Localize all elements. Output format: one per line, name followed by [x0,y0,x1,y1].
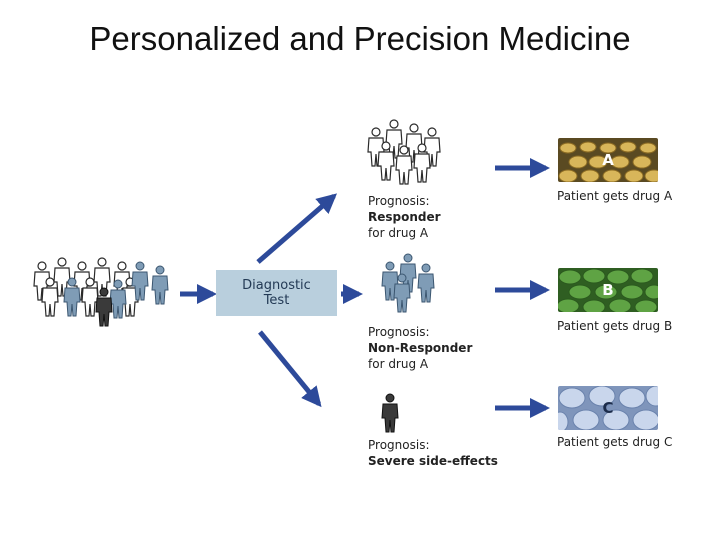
responder-group-icon [367,119,441,185]
drug-b-letter: B [602,281,614,299]
prognosis-responder: Prognosis: Responder for drug A [368,193,441,241]
prognosis-result: Non-Responder [368,341,473,355]
prognosis-result: Responder [368,210,441,224]
patient-crowd-icon [33,257,169,327]
diagnostic-line-1: Diagnostic [242,278,311,293]
diagnostic-line-2: Test [263,293,290,308]
prognosis-label: Prognosis: [368,194,430,208]
prognosis-detail: for drug A [368,226,429,240]
prognosis-non-responder: Prognosis: Non-Responder for drug A [368,324,472,372]
drug-c-caption: Patient gets drug C [557,435,673,449]
page-title: Personalized and Precision Medicine [89,20,631,57]
arrow-down-branch [258,330,322,408]
drug-b-pills-image: B [558,268,658,312]
drug-b-caption: Patient gets drug B [557,319,673,333]
drug-c-pills-image: C [558,386,658,430]
arrow-up-branch [256,193,338,264]
side-effect-person-icon [381,393,399,433]
prognosis-label: Prognosis: [368,438,430,452]
diagnostic-test-box: Diagnostic Test [216,270,337,316]
drug-a-caption: Patient gets drug A [557,189,673,203]
prognosis-detail: for drug A [368,357,429,371]
drug-a-pills-image: A [558,138,658,182]
prognosis-result: Severe side-effects [368,454,498,468]
non-responder-group-icon [381,253,435,313]
drug-c-letter: C [602,399,614,417]
prognosis-label: Prognosis: [368,325,430,339]
drug-a-letter: A [602,151,614,169]
prognosis-side-effects: Prognosis: Severe side-effects [368,437,498,469]
